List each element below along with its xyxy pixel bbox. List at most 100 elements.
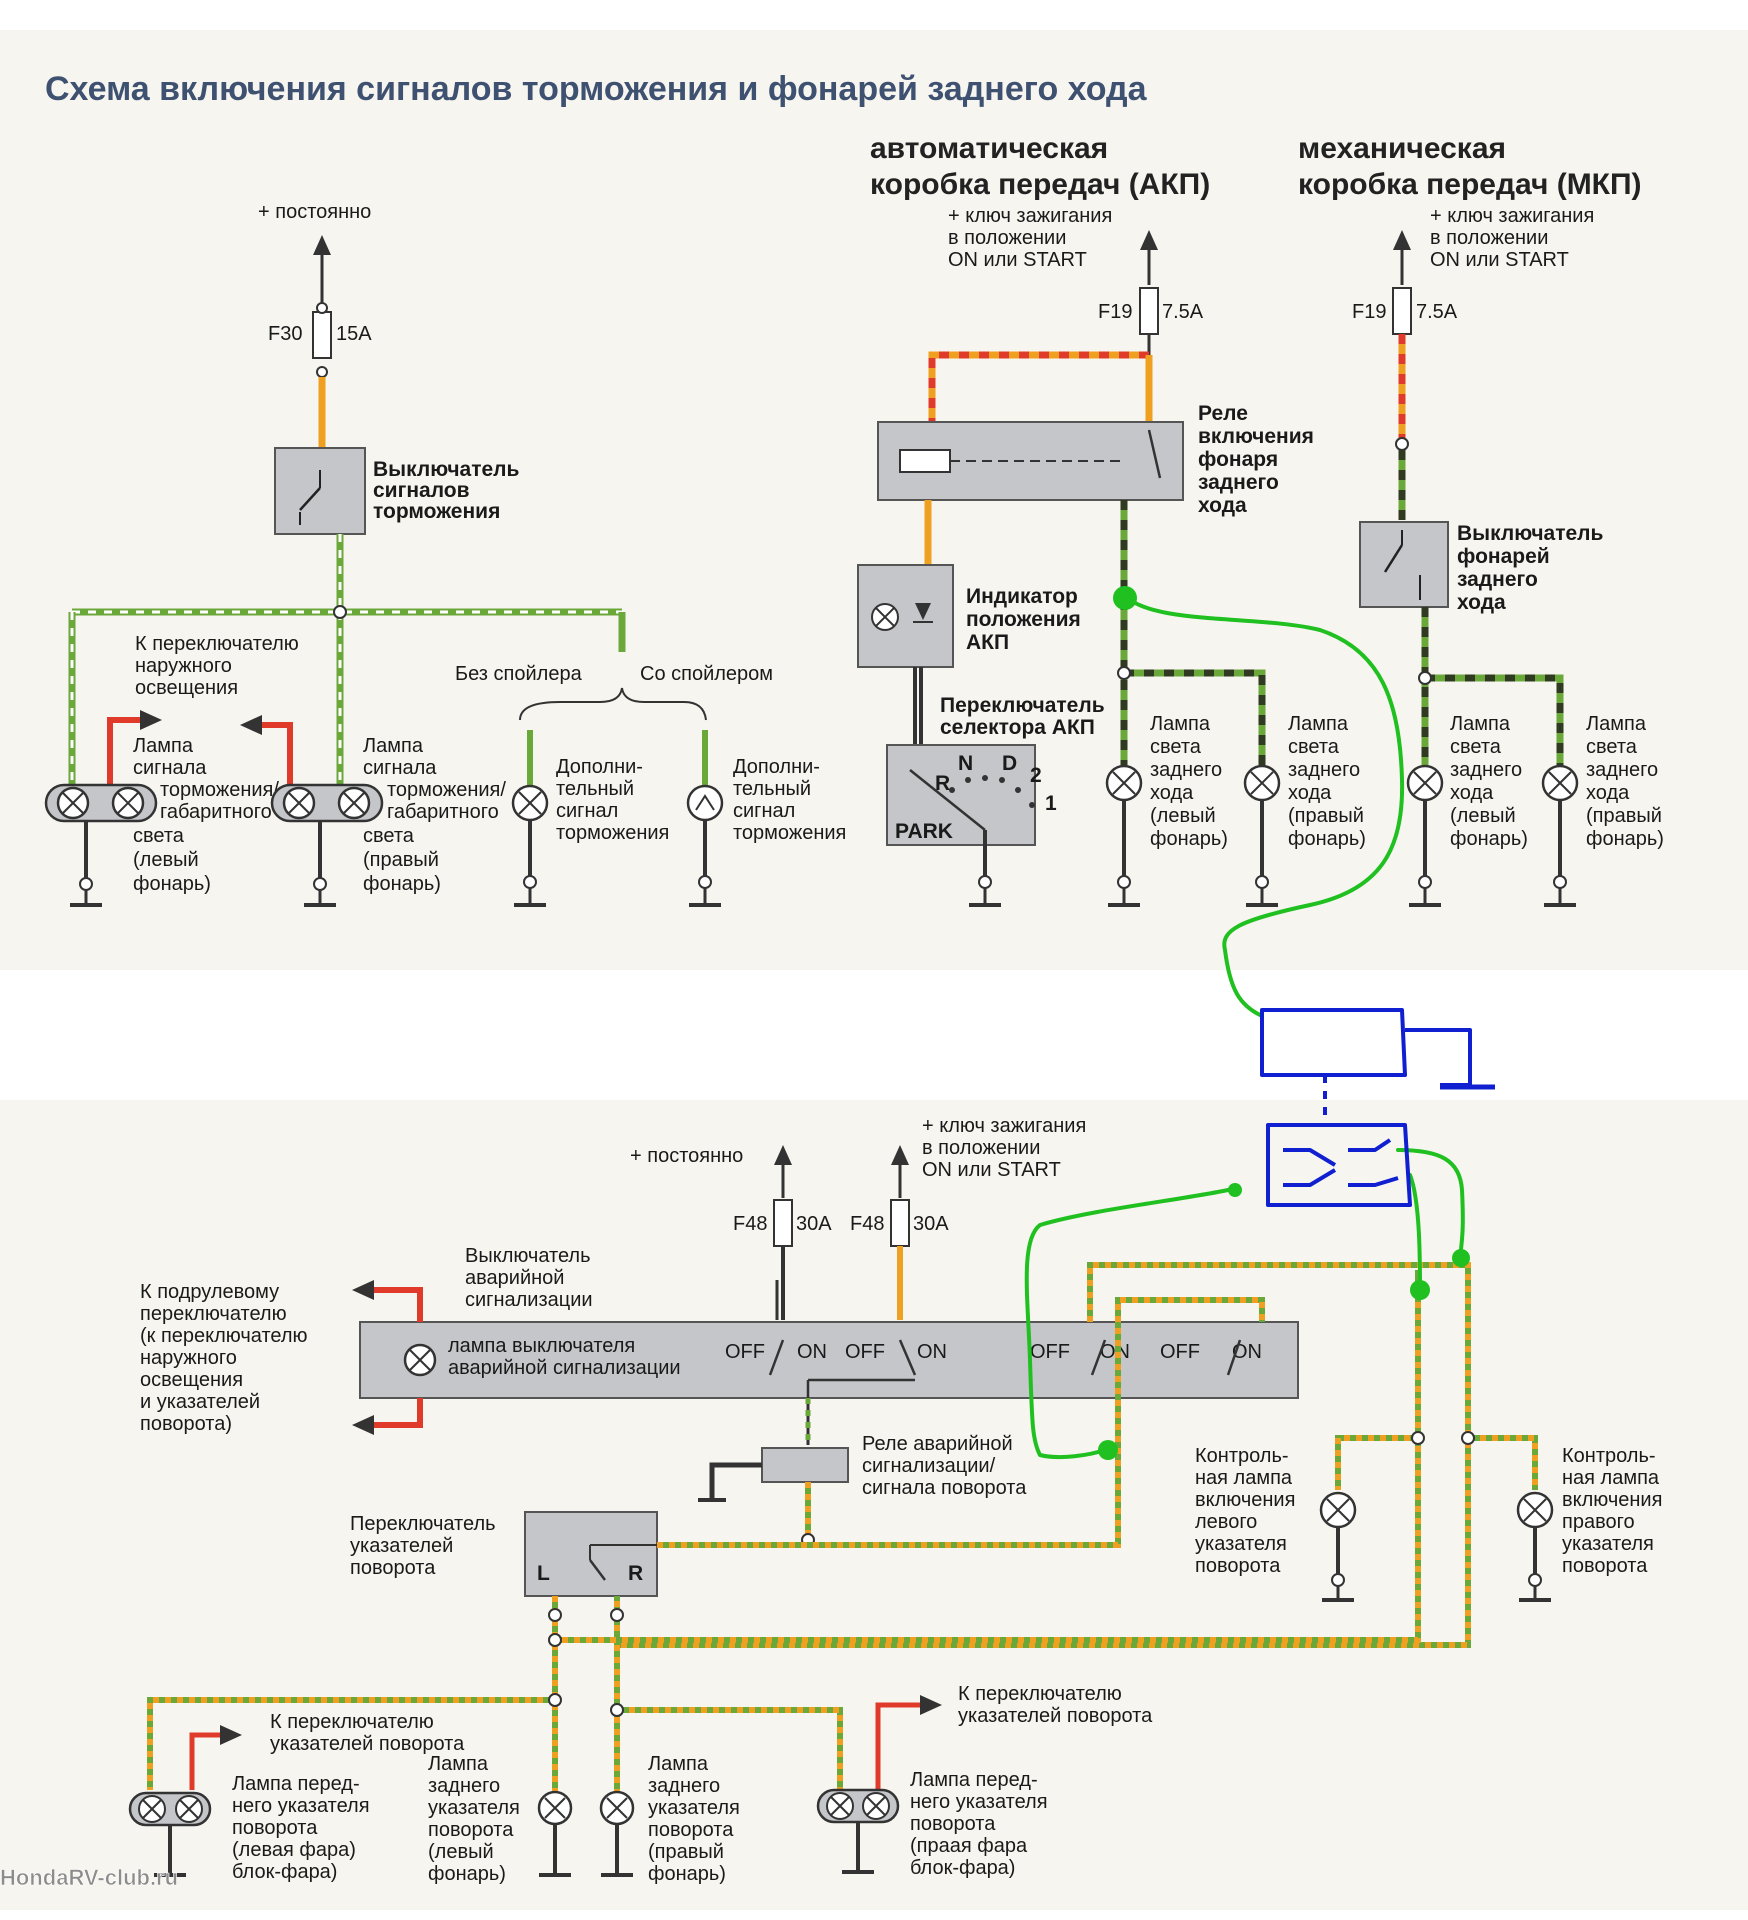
reverse-switch-mkp-box <box>1359 521 1449 608</box>
label-fuse-f30-rating: 15A <box>336 323 372 345</box>
label-fuse-f19-mkp: F19 <box>1352 301 1386 323</box>
lamp-brake-right <box>270 783 384 907</box>
lamp-front-left <box>128 1791 212 1877</box>
flasher-relay-box <box>761 1447 849 1483</box>
lamp-rear-left <box>537 1790 573 1877</box>
switch-state-7: OFF <box>1160 1341 1200 1363</box>
lamp-rear-right <box>599 1790 635 1877</box>
switch-state-8: ON <box>1232 1341 1262 1363</box>
annotation-green-dots <box>1098 586 1470 1460</box>
wire-orange-red-relay <box>928 351 1153 425</box>
arrow-up-icon <box>1140 230 1158 250</box>
diagram-title: Схема включения сигналов торможения и фо… <box>45 70 1148 108</box>
akp-selector-box <box>886 744 1036 846</box>
turn-switch-r: R <box>628 1562 643 1585</box>
wire-green-dark-akp <box>1120 500 1266 765</box>
selector-r: R <box>935 772 950 795</box>
lamp-left-indicator <box>1319 1491 1357 1602</box>
lamp-extra-brake-1 <box>511 784 549 907</box>
label-fuse-f19: F19 <box>1098 301 1132 323</box>
label-fuse-f19-mkp-rating: 7.5A <box>1416 301 1458 323</box>
arrow-up-icon <box>1393 230 1411 250</box>
selector-2: 2 <box>1030 764 1042 787</box>
brake-switch-box <box>274 447 366 535</box>
label-bottom-constant-plus: + постоянно <box>630 1145 743 1167</box>
hazard-lamp <box>403 1343 437 1377</box>
fuse-f48-a <box>773 1199 793 1247</box>
selector-1: 1 <box>1045 792 1057 815</box>
arrow-up-icon <box>774 1145 792 1165</box>
arrow-up-icon <box>313 235 331 255</box>
label-fuse-b: F48 <box>850 1213 884 1235</box>
turn-switch-l: L <box>537 1562 550 1585</box>
annotation-green-wire <box>1024 593 1465 1460</box>
lamp-reverse-right-mkp <box>1541 764 1579 907</box>
arrow-left-icon <box>352 1280 374 1300</box>
label-fuse-f30: F30 <box>268 323 302 345</box>
label-fuse-a: F48 <box>733 1213 767 1235</box>
fuse-f19-mkp <box>1392 287 1412 335</box>
label-fuse-a-rating: 30A <box>796 1213 832 1235</box>
selector-n: N <box>958 752 973 775</box>
lamp-reverse-right-akp <box>1243 764 1281 907</box>
arrow-up-icon <box>891 1145 909 1165</box>
spoiler-brace <box>519 687 707 721</box>
watermark: HondaRV-club.ru <box>0 1865 178 1890</box>
switch-state-5: OFF <box>1030 1341 1070 1363</box>
annotation-blue-relay <box>1260 1008 1495 1207</box>
bottom-panel-background <box>0 1100 1748 1910</box>
selector-d: D <box>1002 752 1017 775</box>
switch-state-3: OFF <box>845 1341 885 1363</box>
label-fuse-f19-rating: 7.5A <box>1162 301 1204 323</box>
switch-state-1: OFF <box>725 1341 765 1363</box>
lamp-brake-left <box>44 783 158 907</box>
switch-state-2: ON <box>797 1341 827 1363</box>
selector-park: PARK <box>895 820 953 843</box>
arrow-right-icon <box>920 1695 942 1715</box>
wire-green-dark-mkp <box>1421 607 1564 765</box>
wire-green-orange-network <box>147 1262 1538 1815</box>
fuse-f48-b <box>890 1199 910 1247</box>
label-fuse-b-rating: 30A <box>913 1213 949 1235</box>
lamp-front-right <box>816 1788 900 1874</box>
lamp-reverse-left-akp <box>1105 764 1143 907</box>
label-with-spoiler: Со спойлером <box>640 663 773 685</box>
arrow-right-icon <box>140 710 162 730</box>
fuse-f30 <box>312 311 332 359</box>
arrow-left-icon <box>240 715 262 735</box>
switch-state-4: ON <box>917 1341 947 1363</box>
hazard-switch-bar <box>359 1321 1299 1399</box>
label-constant-plus: + постоянно <box>258 201 371 223</box>
fuse-f19-akp <box>1139 287 1159 335</box>
label-no-spoiler: Без спойлера <box>455 663 583 685</box>
